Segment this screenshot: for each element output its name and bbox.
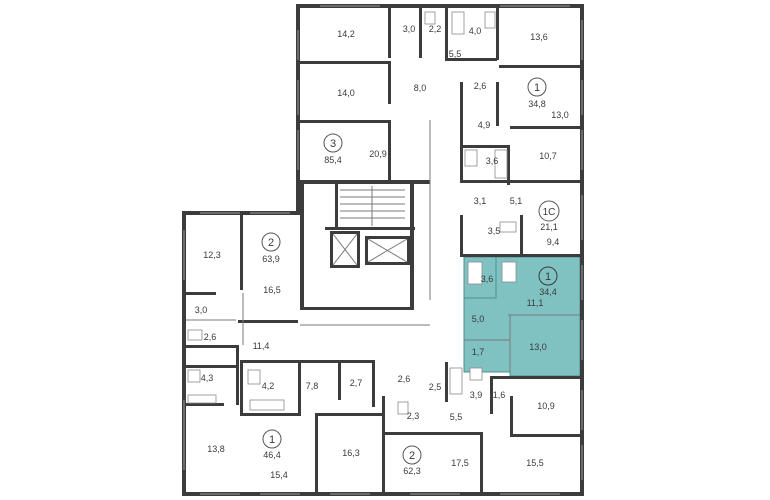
room-area: 15,5 (526, 458, 544, 468)
apartment-area: 62,3 (403, 466, 421, 476)
room-area-labels: 14,2 3,0 2,2 4,0 13,6 5,5 14,0 8,0 2,6 1… (195, 24, 569, 480)
room-area: 2,6 (474, 81, 487, 91)
room-area: 4,9 (478, 120, 491, 130)
apartment-area: 34,4 (539, 287, 557, 297)
stair (340, 186, 405, 226)
apartment-marker[interactable]: 1 46,4 (262, 429, 282, 460)
room-area: 7,8 (306, 381, 319, 391)
room-area: 2,6 (398, 374, 411, 384)
room-area: 3,9 (470, 390, 483, 400)
elevator-icon (332, 233, 408, 266)
room-area: 17,5 (451, 458, 469, 468)
room-area: 3,5 (488, 226, 501, 236)
room-area: 14,0 (337, 88, 355, 98)
room-area: 2,6 (204, 332, 217, 342)
apartment-area: 46,4 (263, 450, 281, 460)
apartment-marker[interactable]: 1 34,8 (527, 77, 547, 109)
apartment-rooms: 1С (543, 207, 556, 218)
apartment-rooms: 3 (330, 138, 336, 150)
room-area: 2,2 (429, 24, 442, 34)
apartment-rooms: 1 (534, 82, 540, 94)
room-area: 14,2 (337, 29, 355, 39)
apartment-rooms: 1 (269, 434, 275, 446)
apartment-marker[interactable]: 1С 21,1 (538, 200, 560, 232)
apartment-rooms: 1 (545, 271, 551, 283)
selected-apartment-highlight[interactable] (463, 256, 581, 377)
apartment-rooms: 2 (268, 237, 274, 249)
room-area: 3,6 (481, 274, 494, 284)
bathroom-fixtures (187, 11, 517, 415)
room-area: 4,0 (469, 26, 482, 36)
apartment-area: 34,8 (528, 99, 546, 109)
apartment-area: 21,1 (540, 222, 558, 232)
apartment-marker[interactable]: 2 63,9 (261, 232, 281, 264)
room-area: 3,0 (403, 24, 416, 34)
room-area: 1,7 (472, 347, 485, 357)
partitions (186, 120, 580, 372)
room-area: 20,9 (369, 149, 387, 159)
room-area: 16,5 (263, 285, 281, 295)
apartment-markers: 1 34,8 3 85,4 1С 21,1 2 63,9 1 34,4 1 46… (261, 77, 560, 476)
apartment-marker[interactable]: 2 62,3 (402, 445, 422, 476)
windows (183, 5, 583, 495)
room-area: 12,3 (203, 250, 221, 260)
room-area: 2,3 (407, 411, 420, 421)
room-area: 11,4 (253, 341, 270, 351)
room-area: 3,1 (474, 196, 487, 206)
room-area: 3,0 (195, 305, 208, 315)
apartment-rooms: 2 (409, 450, 415, 462)
room-area: 5,5 (450, 412, 463, 422)
room-area: 4,2 (262, 381, 275, 391)
room-area: 3,6 (486, 156, 499, 166)
room-area: 1,6 (493, 390, 506, 400)
room-area: 5,0 (472, 314, 485, 324)
room-area: 11,1 (527, 298, 544, 308)
room-area: 15,4 (270, 470, 288, 480)
room-area: 5,5 (449, 49, 462, 59)
interior-walls (186, 8, 584, 493)
room-area: 4,3 (201, 373, 214, 383)
room-area: 13,8 (207, 444, 225, 454)
room-area: 5,1 (510, 196, 523, 206)
room-area: 10,7 (539, 151, 557, 161)
room-area: 10,9 (537, 401, 555, 411)
apartment-marker[interactable]: 1 34,4 (538, 266, 558, 297)
room-area: 13,0 (529, 342, 547, 352)
apartment-marker[interactable]: 3 85,4 (323, 133, 343, 165)
apartment-area: 85,4 (324, 155, 342, 165)
room-area: 13,6 (530, 32, 548, 42)
room-area: 9,4 (547, 237, 560, 247)
room-area: 8,0 (414, 83, 427, 93)
room-area: 16,3 (342, 448, 360, 458)
room-area: 2,5 (429, 382, 442, 392)
room-area: 13,0 (551, 110, 569, 120)
apartment-area: 63,9 (262, 254, 280, 264)
room-area: 2,7 (350, 378, 363, 388)
